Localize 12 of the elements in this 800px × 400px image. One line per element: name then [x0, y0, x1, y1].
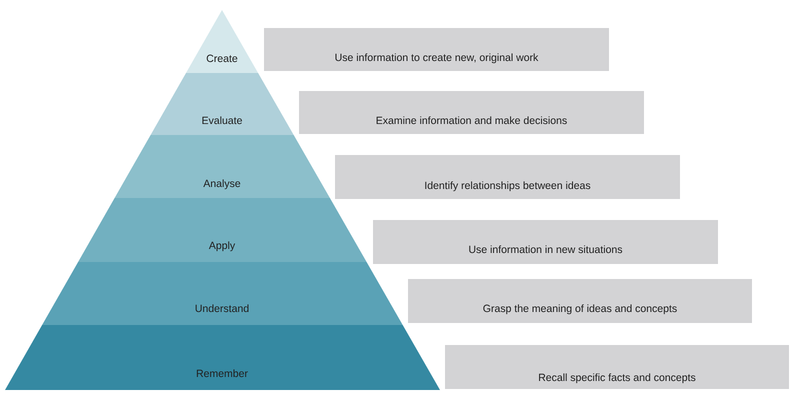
description-box: Use information in new situations — [373, 220, 718, 264]
description-box: Identify relationships between ideas — [335, 155, 680, 199]
description-box: Examine information and make decisions — [299, 91, 644, 134]
description-box: Use information to create new, original work — [264, 28, 609, 71]
pyramid-level: Understand — [42, 262, 403, 325]
pyramid-level: Remember — [5, 325, 440, 390]
pyramid-level: Apply — [78, 198, 367, 262]
pyramid-level: Evaluate — [150, 73, 294, 135]
pyramid-level: Create — [186, 10, 258, 73]
description-box: Grasp the meaning of ideas and concepts — [408, 279, 752, 323]
description-box: Recall specific facts and concepts — [445, 345, 789, 389]
pyramid-level: Analyse — [114, 135, 330, 198]
